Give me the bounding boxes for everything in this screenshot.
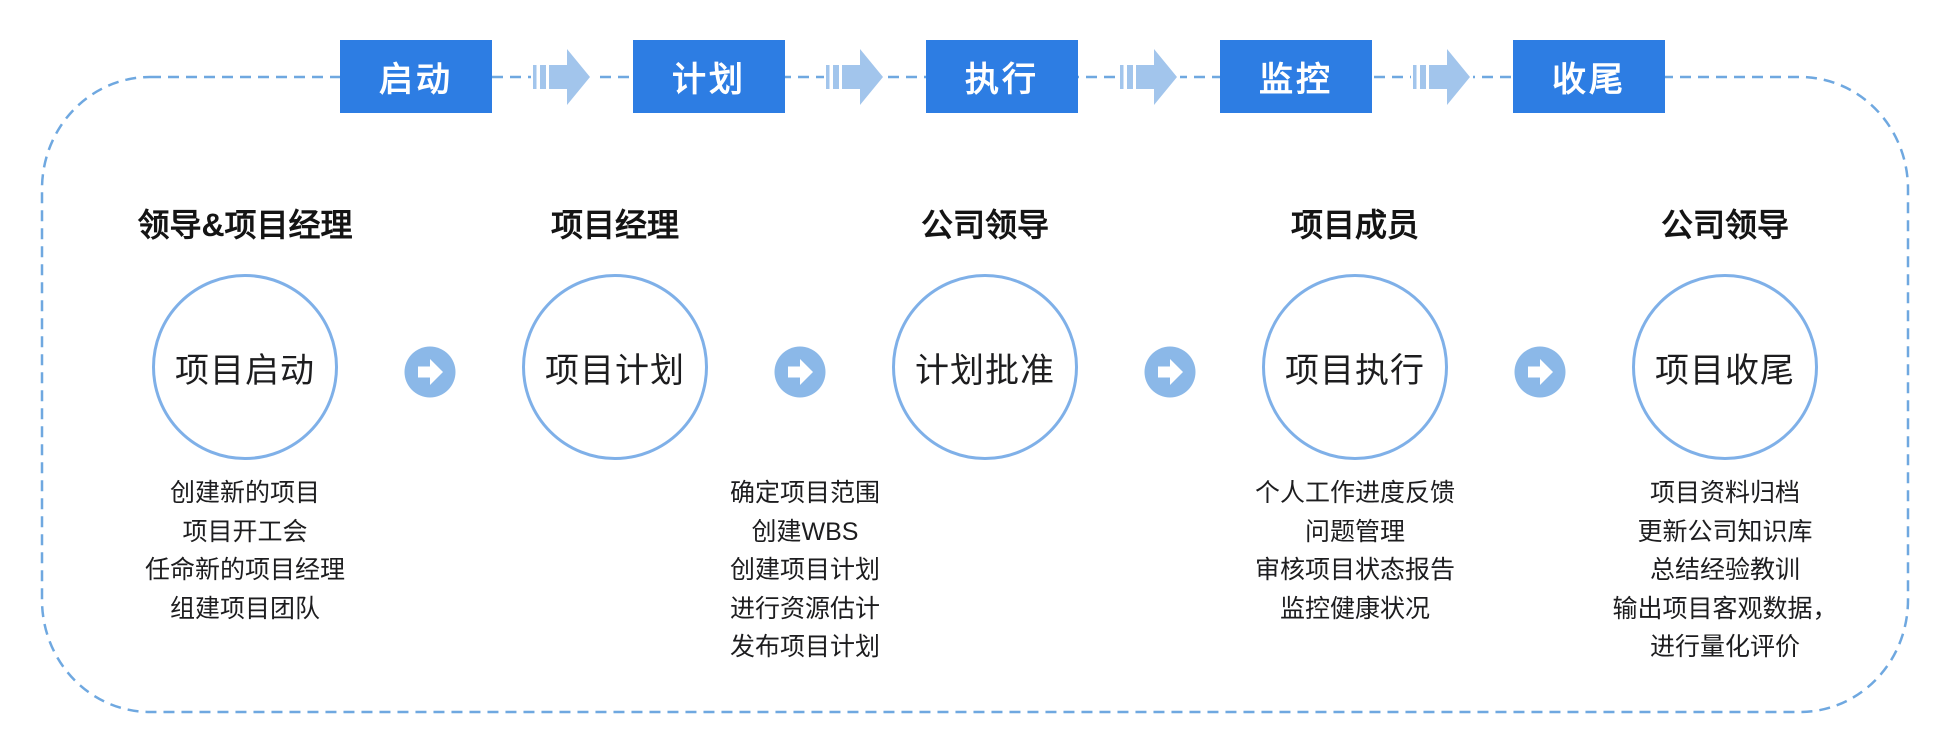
task-item: 创建WBS [751,517,859,546]
stage-label: 启动 [379,61,453,99]
stage-label: 监控 [1259,61,1333,99]
phase-circle: 计划批准 [892,274,1078,460]
stage-box-monitoring: 监控 [1220,40,1372,113]
phase-circle: 项目执行 [1262,274,1448,460]
task-item: 项目开工会 [182,517,308,546]
stage-label: 执行 [965,61,1039,99]
stage-box-execution: 执行 [926,40,1078,113]
striped-right-arrow-icon [1118,46,1180,108]
role-label: 公司领导 [920,207,1049,243]
role-label: 领导&项目经理 [137,207,353,243]
role-label: 公司领导 [1660,207,1789,243]
task-item: 确定项目范围 [729,479,880,507]
circle-right-arrow-icon [774,346,826,398]
task-item: 问题管理 [1304,517,1405,546]
task-item: 个人工作进度反馈 [1254,479,1455,507]
phase-circle-label: 项目启动 [175,351,315,390]
task-item: 项目资料归档 [1649,479,1800,507]
task-list: 项目资料归档 更新公司知识库 总结经验教训 输出项目客观数据， 进行量化评价 [1540,474,1910,667]
phase-circle-label: 计划批准 [915,351,1055,390]
phase-column-closing: 公司领导 项目收尾 项目资料归档 更新公司知识库 总结经验教训 输出项目客观数据… [1540,0,1910,750]
striped-right-arrow-icon [531,46,593,108]
role-label: 项目经理 [550,207,679,243]
task-item: 审核项目状态报告 [1254,556,1455,584]
task-list: 个人工作进度反馈 问题管理 审核项目状态报告 监控健康状况 [1170,474,1540,628]
striped-right-arrow-icon [824,46,886,108]
phase-circle-label: 项目收尾 [1655,351,1795,390]
phase-circle: 项目启动 [152,274,338,460]
phase-circle: 项目计划 [522,274,708,460]
stage-label: 收尾 [1552,61,1626,99]
circle-right-arrow-icon [404,346,456,398]
task-item: 总结经验教训 [1649,556,1800,584]
stage-box-closing: 收尾 [1513,40,1665,113]
task-item: 更新公司知识库 [1637,517,1813,546]
stage-box-planning: 计划 [633,40,785,113]
task-list: 创建新的项目 项目开工会 任命新的项目经理 组建项目团队 [60,474,430,628]
task-item: 组建项目团队 [169,594,320,623]
role-label: 项目成员 [1290,207,1419,243]
task-item: 创建项目计划 [729,556,880,584]
circle-right-arrow-icon [1514,346,1566,398]
phase-column-planning: 项目经理 项目计划 确定项目范围 创建WBS 创建项目计划 进行资源估计 发布项… [430,0,880,750]
task-item: 进行资源估计 [729,594,880,623]
phase-column-execution: 项目成员 项目执行 个人工作进度反馈 问题管理 审核项目状态报告 监控健康状况 [1170,0,1540,750]
task-item: 进行量化评价 [1649,633,1800,661]
task-item: 发布项目计划 [729,633,880,661]
circle-right-arrow-icon [1144,346,1196,398]
task-item: 任命新的项目经理 [144,556,345,584]
stage-box-initiation: 启动 [340,40,492,113]
stage-label: 计划 [672,61,746,99]
phase-column-approval: 公司领导 计划批准 [800,0,1170,750]
task-item: 创建新的项目 [169,479,320,507]
striped-right-arrow-icon [1411,46,1473,108]
task-list: 确定项目范围 创建WBS 创建项目计划 进行资源估计 发布项目计划 [620,474,990,667]
phase-circle-label: 项目执行 [1285,351,1425,390]
phase-circle-label: 项目计划 [545,351,685,390]
task-item: 监控健康状况 [1279,594,1430,623]
task-item: 输出项目客观数据， [1612,594,1838,623]
phase-column-initiation: 领导&项目经理 项目启动 创建新的项目 项目开工会 任命新的项目经理 组建项目团… [60,0,430,750]
phase-circle: 项目收尾 [1632,274,1818,460]
